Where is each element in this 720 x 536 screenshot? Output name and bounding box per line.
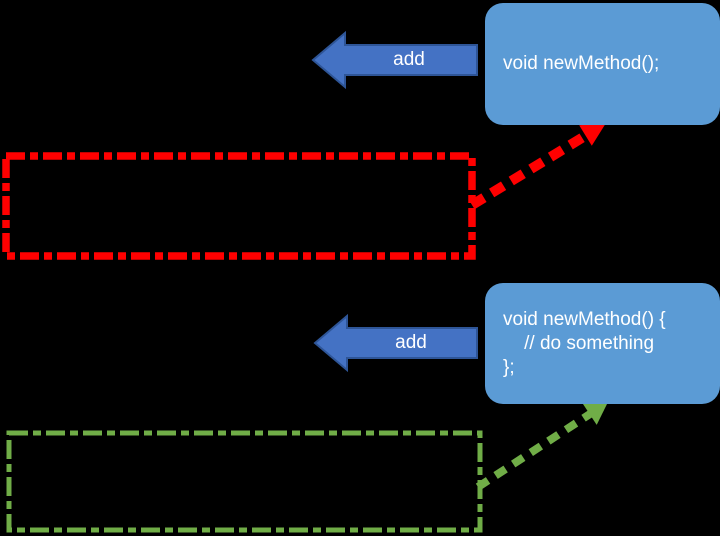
code-line: // do something [503, 332, 655, 354]
green-arrowhead-icon [582, 402, 608, 425]
red-dashed-placeholder-rect [2, 152, 476, 260]
code-line: void newMethod(); [503, 53, 660, 74]
add-arrow-label-bottom: add [395, 331, 427, 353]
code-box-new-method-body: void newMethod() { // do something }; [485, 283, 720, 404]
green-dashed-arrow [475, 402, 608, 491]
code-line: }; [503, 356, 515, 378]
add-arrow-label-top: add [393, 48, 425, 70]
code-line: void newMethod() { [503, 308, 666, 330]
red-dashed-arrow [469, 123, 606, 210]
red-arrowhead-icon [579, 123, 606, 146]
block-arrow-left-top [311, 30, 478, 90]
code-box-new-method-declaration: void newMethod(); [485, 3, 720, 125]
green-dashed-placeholder-rect [6, 430, 483, 533]
block-arrow-left-bottom [313, 313, 478, 373]
